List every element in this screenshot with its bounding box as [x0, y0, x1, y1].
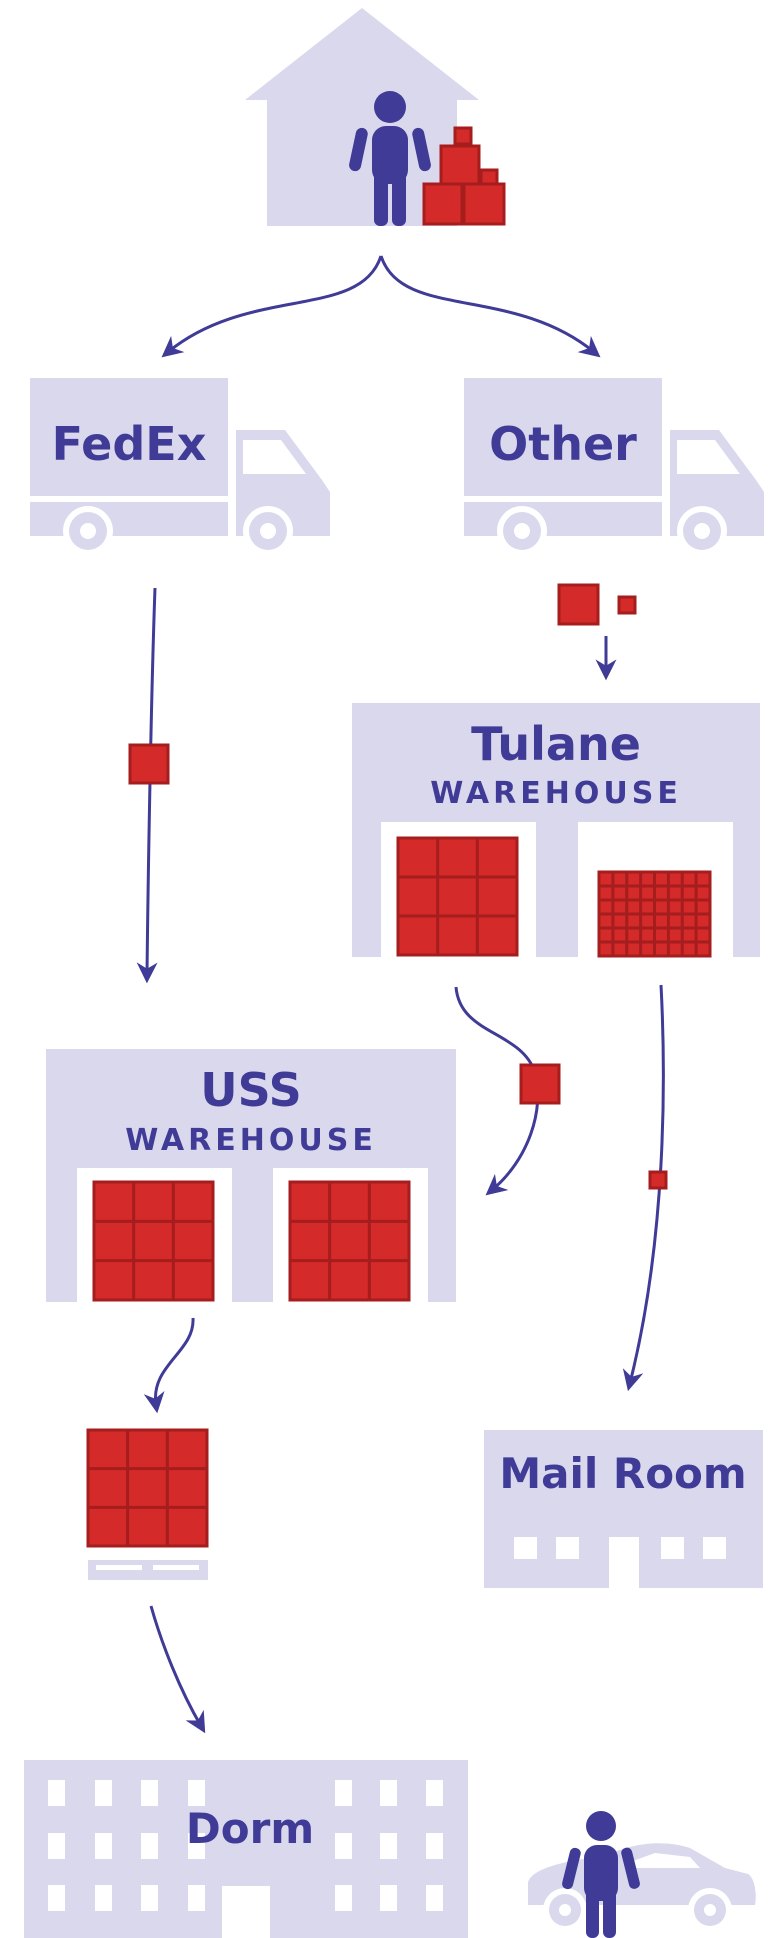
package-large-icon — [557, 583, 600, 626]
arrow-pallet-to-dorm — [149, 1605, 206, 1734]
arrow-fedex-to-uss — [136, 587, 158, 984]
pallet-stack-icon — [92, 1180, 215, 1302]
pallet-icon — [86, 1428, 209, 1548]
other-label: Other — [489, 417, 637, 471]
uss-sub: WAREHOUSE — [125, 1123, 377, 1158]
pallet-stack-icon — [396, 836, 519, 957]
tulane-sub: WAREHOUSE — [430, 776, 682, 811]
fedex-truck-icon — [30, 378, 330, 556]
pallet-stack-dense-icon — [597, 870, 712, 958]
recipient-person-icon — [562, 1811, 640, 1938]
pallet-base-icon — [88, 1560, 208, 1580]
dorm-building-icon — [24, 1760, 468, 1938]
pallet-stack-icon — [288, 1180, 411, 1302]
uss-name: USS — [200, 1063, 302, 1117]
tulane-name: Tulane — [471, 717, 641, 771]
package-small-icon — [617, 595, 637, 615]
arrow-to-other — [379, 255, 601, 358]
package-icon — [519, 1063, 561, 1105]
fedex-label: FedEx — [52, 417, 207, 471]
car-icon — [528, 1843, 756, 1932]
arrow-tulane-to-mailroom — [622, 984, 665, 1392]
arrow-uss-to-pallet — [143, 1317, 195, 1414]
sender-person-icon — [349, 91, 431, 226]
mailroom-label: Mail Room — [499, 1449, 746, 1498]
boxes-icon — [422, 126, 506, 226]
package-icon — [128, 743, 170, 785]
other-truck-icon — [464, 378, 764, 556]
dorm-label: Dorm — [186, 1804, 314, 1853]
package-small-icon — [648, 1170, 668, 1190]
mailroom-building-icon — [484, 1430, 763, 1588]
arrow-to-fedex — [161, 255, 383, 358]
